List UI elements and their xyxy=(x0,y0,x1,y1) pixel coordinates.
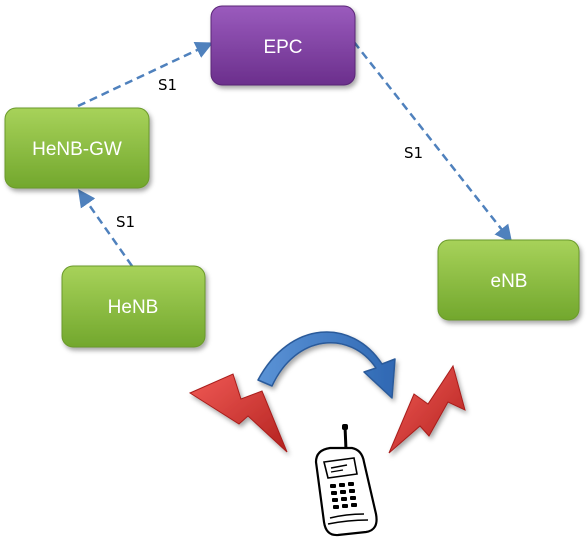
node-henb[interactable]: HeNB xyxy=(61,265,206,348)
node-henb-gw-label: HeNB-GW xyxy=(32,139,122,160)
node-epc[interactable]: EPC xyxy=(210,5,356,86)
node-enb-label: eNB xyxy=(491,271,528,292)
link-label-epc-enb: S1 xyxy=(404,144,423,162)
node-enb[interactable]: eNB xyxy=(437,239,580,321)
node-epc-label: EPC xyxy=(263,37,302,58)
lightning-bolt-icon xyxy=(188,373,288,453)
link-henb-gw-to-epc xyxy=(77,42,214,108)
node-henb-label: HeNB xyxy=(108,297,159,318)
node-henb-gw[interactable]: HeNB-GW xyxy=(4,107,150,189)
curved-arrow-icon xyxy=(257,331,396,399)
mobile-phone-icon xyxy=(314,424,378,537)
lightning-bolt-icon xyxy=(388,364,466,454)
links xyxy=(77,41,513,267)
link-henb-to-henb-gw xyxy=(77,189,134,267)
link-label-henb-gw: S1 xyxy=(116,213,135,231)
link-label-gw-epc: S1 xyxy=(158,76,177,94)
link-epc-to-enb xyxy=(353,41,513,243)
